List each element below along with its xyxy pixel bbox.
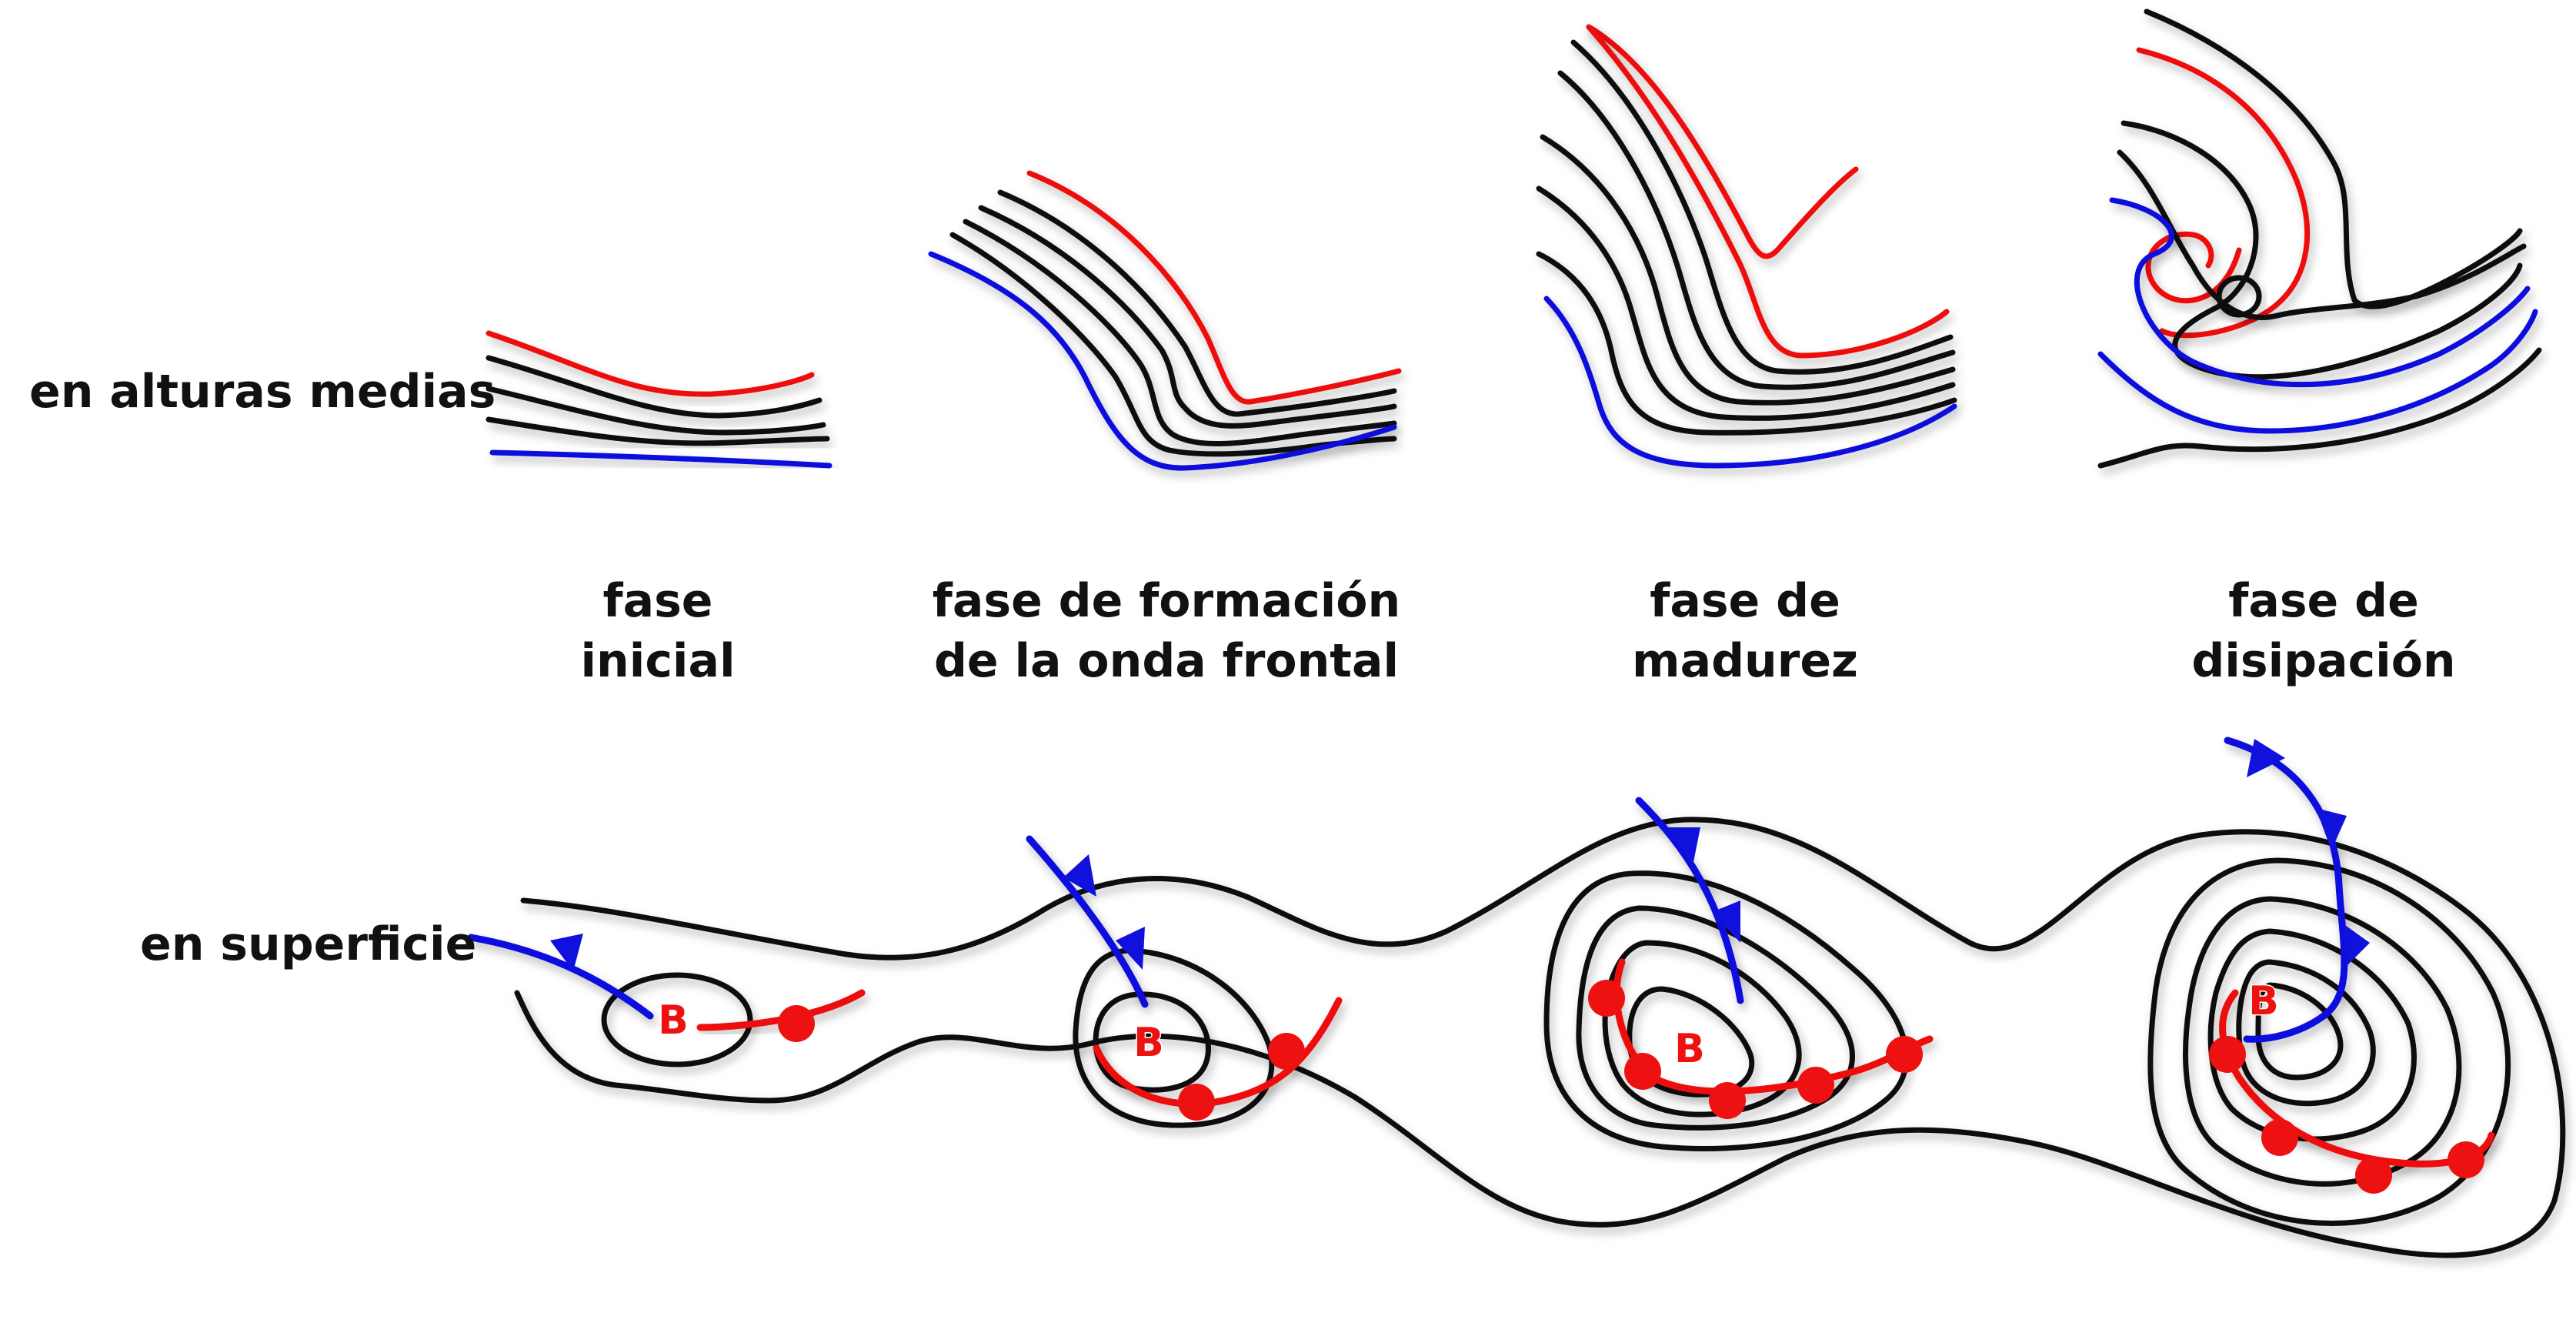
formation-cold-front-triangle-1 [1063,854,1096,897]
upper-dissipation-cold-inner [2109,197,2531,388]
initial-warm-front [696,989,866,1031]
upper-panel-formation [928,170,1402,471]
phase-mature-line1: fase de [1650,574,1840,628]
upper-dissipation-contour-2 [2121,120,2523,380]
upper-mature-contour-3 [1540,134,1956,406]
surface-fronts [467,737,2495,1194]
upper-dissipation-contour-bottom [2097,347,2542,469]
mature-warm-front [1613,958,1934,1095]
mature-cold-front [1635,797,1744,1004]
surface-isobars [514,817,2566,1258]
mature-warm-bump-2 [1624,1053,1661,1090]
phase-formation-line1: fase de formación [932,574,1401,628]
dissipation-warm-bump-4 [2448,1141,2484,1178]
upper-panel-initial [486,330,833,469]
dissipation-warm-bump-1 [2209,1036,2246,1073]
upper-mature-contour-4 [1536,185,1956,421]
upper-mature-contour-5 [1536,251,1957,436]
upper-formation-contour-2 [978,205,1397,429]
phase-label-mature: fase de madurez [1632,571,1858,691]
initial-cold-front-triangle [550,934,583,971]
mature-cold-front-triangle-2 [1712,900,1740,943]
upper-initial-contour-2 [486,386,826,436]
surface-mature-isobar-2 [1576,905,1855,1131]
formation-warm-bump-1 [1178,1084,1215,1121]
row-label-surface: en superficie [140,917,477,971]
dissipation-warm-bump-2 [2261,1119,2298,1156]
phase-formation-line2: de la onda frontal [933,634,1400,688]
surface-dissipation-isobar-5 [2255,982,2344,1081]
surface-mature-isobar-3 [1602,940,1802,1117]
low-pressure-dissipation: B [2248,978,2279,1024]
initial-warm-front-bump [778,1005,815,1042]
mature-warm-bump-5 [1886,1036,1923,1073]
low-pressure-initial: B [658,997,689,1044]
upper-formation-cold-line [928,251,1397,471]
phase-label-dissipation: fase de disipación [2191,571,2455,691]
mature-warm-bump-1 [1588,980,1625,1017]
phase-label-formation: fase de formación de la onda frontal [933,571,1400,691]
phase-initial-line1: fase [602,574,713,628]
surface-formation-isobar-inner [1093,991,1211,1093]
upper-panel-dissipation [2097,8,2542,469]
surface-mature-isobar-1 [1543,870,1910,1151]
surface-formation-isobar-outer [1073,947,1275,1128]
low-pressure-formation: B [1133,1020,1164,1066]
dissipation-cold-front-triangle-2 [2316,808,2347,850]
upper-mature-cold-line [1543,296,1957,469]
upper-formation-contour-1 [997,189,1397,417]
upper-dissipation-contour-outer [2144,8,2523,309]
dissipation-warm-bump-3 [2355,1157,2392,1194]
low-pressure-mature: B [1674,1026,1705,1072]
upper-dissipation-cold-outer [2097,309,2538,434]
dissipation-cold-front [2224,737,2348,1043]
upper-panel-mature [1536,24,1957,469]
dissipation-cold-front-triangle-1 [2247,739,2285,777]
phase-initial-line2: inicial [580,634,736,688]
upper-initial-warm-line [486,330,815,397]
surface-mature-isobar-4 [1627,986,1755,1097]
upper-initial-contour-3 [486,416,830,446]
formation-cold-front-triangle-2 [1116,927,1145,970]
row-label-upper: en alturas medias [29,365,496,419]
upper-formation-contour-4 [949,232,1397,457]
surface-dissipation-isobar-1 [2147,857,2511,1226]
surface-dissipation-isobar-2 [2183,896,2462,1187]
upper-mature-contour-1 [1570,39,1954,375]
phase-dissipation-line2: disipación [2191,634,2456,688]
upper-formation-contour-3 [963,219,1397,447]
phase-mature-line2: madurez [1632,634,1858,688]
phase-dissipation-line1: fase de [2228,574,2419,628]
formation-cold-front [1026,835,1149,1008]
mature-cold-front-triangle-1 [1668,827,1700,866]
upper-mature-warm-line [1586,24,1859,259]
phase-label-initial: fase inicial [580,571,735,691]
mature-warm-bump-3 [1709,1082,1746,1119]
initial-cold-front [467,934,654,1020]
dissipation-cold-front-triangle-3 [2343,924,2370,966]
surface-initial-isobar [601,972,753,1067]
surface-dissipation-isobar-4 [2236,959,2376,1107]
upper-dissipation-warm-line [2136,47,2311,339]
upper-formation-warm-line [1026,170,1402,405]
upper-initial-contour-1 [486,355,823,419]
low-pressure-markers: B B B B [657,977,2281,1074]
upper-mature-contour-2 [1557,70,1956,390]
surface-outer-isobar-top [514,817,2566,1258]
formation-warm-front [1093,997,1343,1107]
formation-warm-bump-2 [1268,1033,1305,1070]
upper-initial-cold-line [489,449,833,469]
mature-warm-bump-4 [1797,1067,1834,1104]
upper-mature-warm-line-2 [1586,24,1950,359]
